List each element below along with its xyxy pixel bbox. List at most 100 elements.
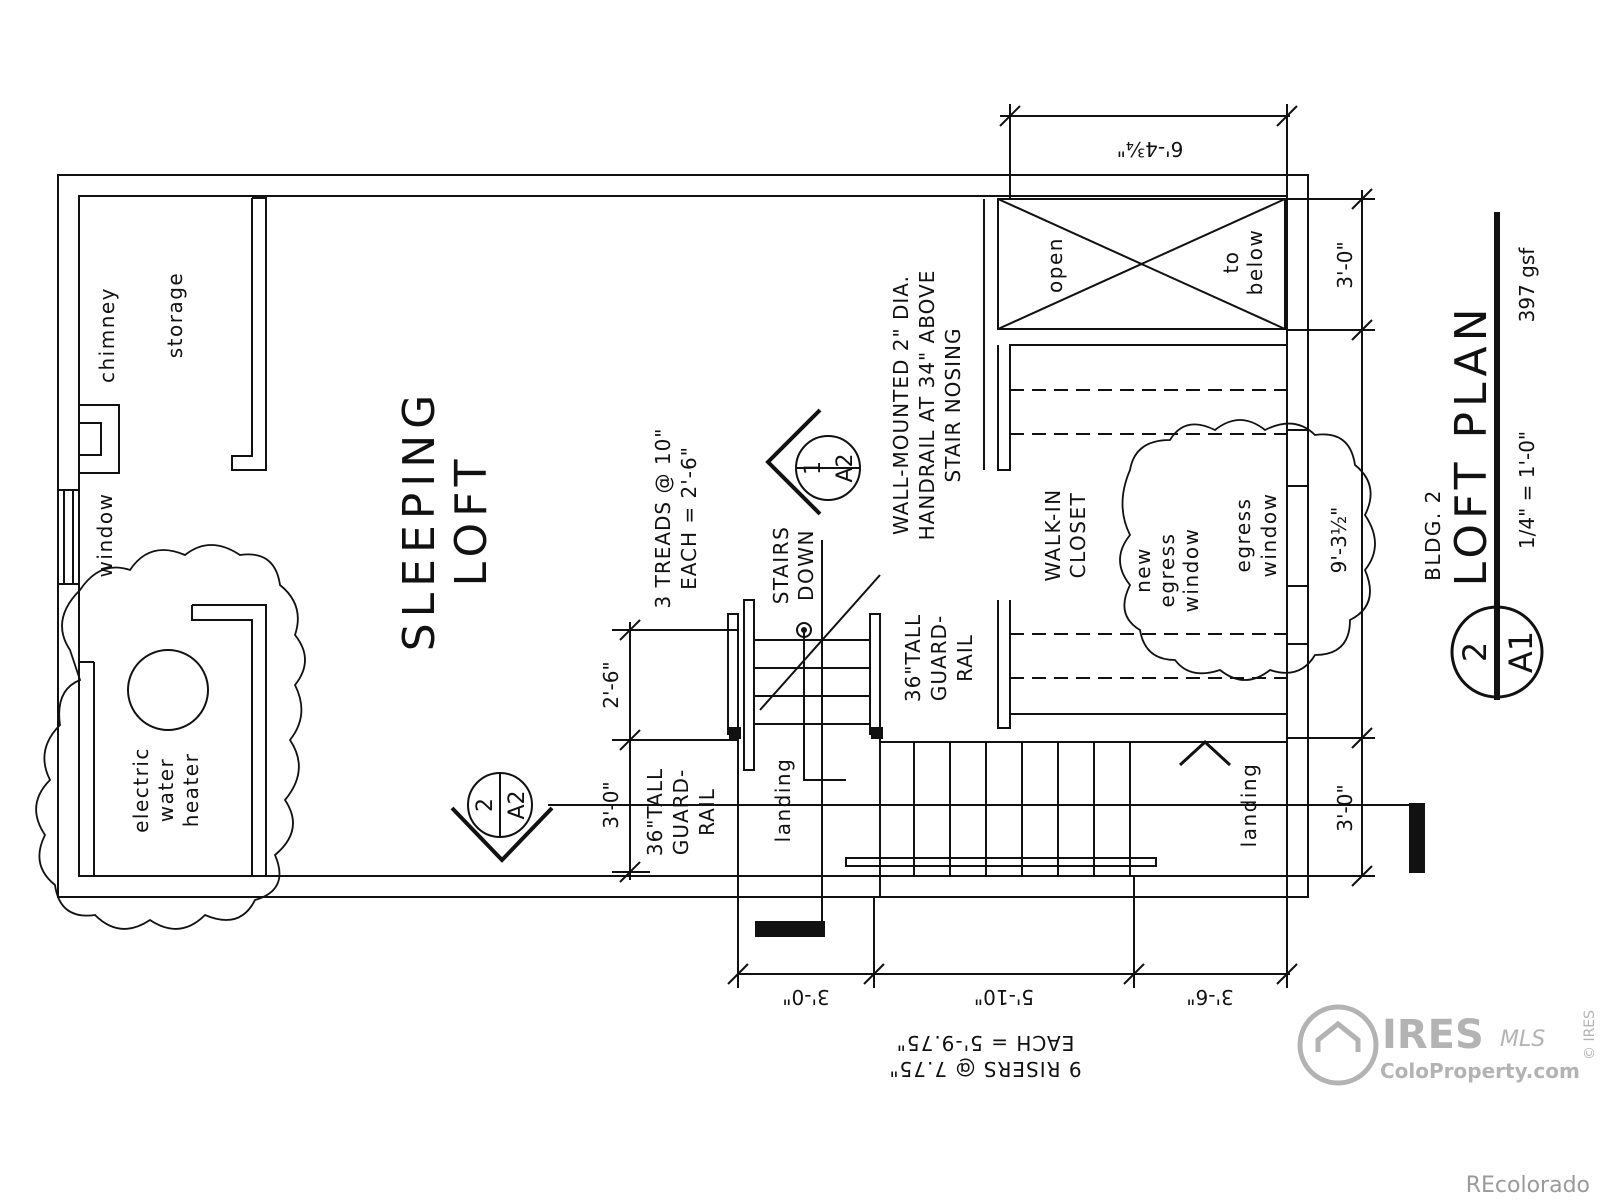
- svg-text:CLOSET: CLOSET: [1066, 492, 1090, 579]
- svg-text:HANDRAIL AT 34" ABOVE: HANDRAIL AT 34" ABOVE: [915, 270, 939, 541]
- section-end-marker-bottom: [755, 921, 825, 937]
- chimney: [78, 404, 120, 474]
- section-mark-upper: [765, 408, 861, 516]
- svg-text:© IRES: © IRES: [1582, 1010, 1598, 1060]
- to-below-label: to below: [1219, 229, 1267, 296]
- water-heater-label: electric water heater: [129, 747, 203, 833]
- section-end-marker-right: [1409, 803, 1425, 873]
- stairs-down-label: STAIRS DOWN: [769, 526, 818, 605]
- stair-run-line: [803, 630, 846, 781]
- stair-direction-diagonal: [759, 574, 881, 711]
- svg-text:9 RISERS @ 7.75": 9 RISERS @ 7.75": [888, 1057, 1081, 1081]
- stair-guardrails: [727, 599, 883, 896]
- svg-text:WALL-MOUNTED 2" DIA.: WALL-MOUNTED 2" DIA.: [889, 275, 913, 535]
- svg-text:ColoProperty.com: ColoProperty.com: [1380, 1059, 1580, 1083]
- chimney-label: chimney: [95, 287, 119, 383]
- sleeping-loft-label: SLEEPING LOFT: [394, 389, 497, 652]
- svg-text:window: window: [1257, 493, 1281, 578]
- closet-lower: [997, 600, 1287, 729]
- new-egress-window-label: new egress window: [1131, 528, 1203, 613]
- dimension-lines-right: [1287, 188, 1375, 887]
- dimension-bottom-1: 3'-0": [782, 985, 829, 1009]
- egress-window-label: egress window: [1231, 493, 1281, 578]
- svg-text:egress: egress: [1155, 533, 1179, 608]
- closet-upper: [997, 344, 1287, 471]
- svg-text:MLS: MLS: [1500, 1027, 1545, 1052]
- recolorado-watermark: REcolorado: [1466, 1173, 1590, 1198]
- svg-text:window: window: [1179, 528, 1203, 613]
- svg-text:EACH = 5'-9.75": EACH = 5'-9.75": [896, 1031, 1075, 1055]
- open-label: open: [1043, 237, 1067, 293]
- svg-text:3 TREADS @ 10": 3 TREADS @ 10": [651, 428, 675, 609]
- svg-text:GUARD-: GUARD-: [669, 769, 693, 855]
- right-window-openings: [1287, 429, 1308, 645]
- landing-left-label: landing: [771, 758, 795, 843]
- house-icon: [1315, 1020, 1361, 1052]
- svg-text:GUARD-: GUARD-: [927, 615, 951, 701]
- sheet-number: A1: [1502, 631, 1540, 673]
- dimension-bottom-2: 5'-10": [974, 985, 1034, 1009]
- revision-cloud-right: [1119, 419, 1376, 681]
- svg-text:LOFT: LOFT: [446, 454, 497, 587]
- main-stair: [845, 741, 1287, 876]
- storage-label: storage: [163, 272, 187, 358]
- risers-note: 9 RISERS @ 7.75" EACH = 5'-9.75": [888, 1031, 1081, 1081]
- left-window-openings: [58, 489, 79, 585]
- guardrail-note-upper: 36"TALL GUARD- RAIL: [901, 614, 977, 702]
- section-lower-number: 2: [473, 798, 498, 812]
- drawing-number: 2: [1456, 642, 1494, 662]
- plan-area: 397 gsf: [1515, 247, 1539, 323]
- svg-text:WALK-IN: WALK-IN: [1041, 488, 1065, 581]
- svg-text:electric: electric: [129, 747, 153, 833]
- landing-right-label: landing: [1237, 763, 1261, 848]
- section-lower-sheet: A2: [505, 790, 530, 819]
- svg-text:RAIL: RAIL: [695, 788, 719, 836]
- plan-scale: 1/4" = 1'-0": [1515, 431, 1539, 549]
- treads-note: 3 TREADS @ 10" EACH = 2'-6": [651, 428, 701, 609]
- svg-text:to: to: [1219, 250, 1243, 273]
- ires-watermark: IRES MLS ColoProperty.com © IRES: [1297, 1004, 1598, 1086]
- svg-text:EACH = 2'-6": EACH = 2'-6": [677, 446, 701, 590]
- dimension-bottom-3: 3'-6": [1186, 985, 1233, 1009]
- guardrail-note-lower: 36"TALL GUARD- RAIL: [643, 768, 719, 856]
- dimension-right-mid: 9'-3½": [1327, 507, 1351, 574]
- svg-text:STAIRS: STAIRS: [769, 526, 793, 605]
- water-heater: [127, 649, 209, 731]
- storage-wall: [231, 197, 267, 471]
- svg-text:egress: egress: [1231, 498, 1255, 573]
- svg-text:below: below: [1243, 229, 1267, 296]
- svg-text:36"TALL: 36"TALL: [643, 768, 667, 856]
- revision-cloud-left: [35, 544, 306, 930]
- svg-text:IRES: IRES: [1382, 1012, 1484, 1058]
- title-block-lines: [1450, 212, 1544, 700]
- svg-text:SLEEPING: SLEEPING: [394, 389, 445, 652]
- svg-text:heater: heater: [179, 753, 203, 828]
- exterior-wall: [57, 174, 1309, 898]
- svg-text:DOWN: DOWN: [794, 529, 818, 601]
- dimension-line-top: [999, 104, 1298, 199]
- open-to-below: [983, 198, 1286, 470]
- handrail-note: WALL-MOUNTED 2" DIA. HANDRAIL AT 34" ABO…: [889, 270, 965, 541]
- dimension-right-top: 3'-0": [1333, 241, 1357, 288]
- water-heater-closet: [191, 604, 267, 877]
- stair-up-arrow: [1178, 739, 1232, 767]
- dimension-lines-bottom: [727, 876, 1298, 988]
- building-label: BLDG. 2: [1421, 489, 1445, 581]
- dimension-right-bottom: 3'-0": [1333, 784, 1357, 831]
- section-upper-number: 1: [801, 461, 826, 475]
- window-label: window: [93, 493, 117, 578]
- dimension-top-width: 6'-4¾": [1117, 137, 1184, 161]
- svg-text:new: new: [1131, 547, 1155, 593]
- section-upper-sheet: A2: [833, 453, 858, 482]
- svg-text:STAIR NOSING: STAIR NOSING: [941, 328, 965, 483]
- section-mark-lower: [450, 772, 554, 863]
- svg-text:RAIL: RAIL: [953, 634, 977, 682]
- walk-in-closet-label: WALK-IN CLOSET: [1041, 488, 1090, 581]
- plan-title: LOFT PLAN: [1446, 303, 1497, 586]
- svg-text:36"TALL: 36"TALL: [901, 614, 925, 702]
- dimension-left-lower: 3'-0": [599, 781, 623, 828]
- dimension-left-upper: 2'-6": [599, 661, 623, 708]
- svg-text:water: water: [154, 758, 178, 822]
- dimension-lines-left: [612, 619, 738, 883]
